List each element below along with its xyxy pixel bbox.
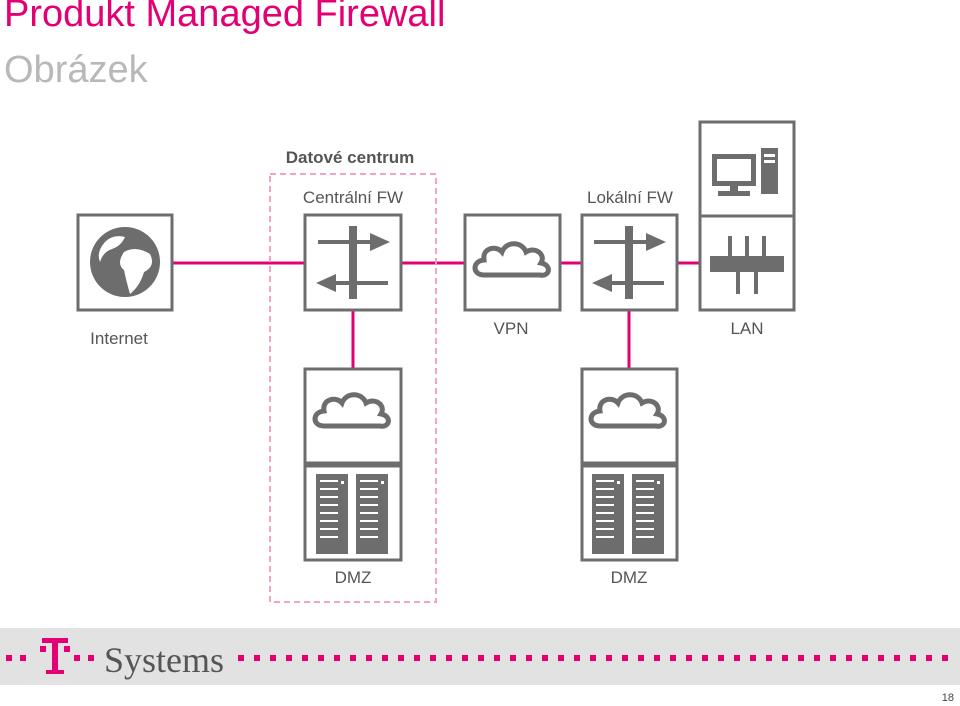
internet-label: Internet bbox=[90, 329, 148, 348]
network-diagram: Datové centrum Centrální FW Lokální FW I… bbox=[76, 120, 796, 603]
t-logo-icon bbox=[40, 638, 70, 674]
dmz-right-server-node[interactable] bbox=[580, 464, 679, 562]
slide-title: Produkt Managed Firewall bbox=[4, 0, 446, 35]
local-fw-label: Lokální FW bbox=[587, 188, 673, 207]
local-firewall-node[interactable] bbox=[580, 213, 679, 312]
logo-text: Systems bbox=[104, 640, 224, 680]
connections bbox=[172, 261, 700, 369]
datacenter-label: Datové centrum bbox=[286, 148, 414, 167]
dmz-left-label: DMZ bbox=[335, 568, 372, 587]
dmz-left-cloud-node[interactable] bbox=[303, 367, 403, 465]
central-fw-label: Centrální FW bbox=[303, 188, 403, 207]
slide-subtitle: Obrázek bbox=[4, 49, 148, 91]
switch-icon bbox=[710, 236, 784, 294]
firewall-icon bbox=[592, 226, 666, 299]
dmz-right-cloud-node[interactable] bbox=[580, 367, 679, 465]
central-firewall-node[interactable] bbox=[303, 213, 403, 312]
vpn-node[interactable] bbox=[463, 213, 562, 312]
lan-switch-node[interactable] bbox=[698, 214, 796, 312]
computer-icon bbox=[712, 148, 778, 196]
firewall-icon bbox=[316, 226, 390, 299]
t-systems-logo: Systems bbox=[6, 638, 948, 680]
lan-computer-node[interactable] bbox=[698, 120, 796, 218]
internet-node[interactable] bbox=[76, 213, 174, 312]
dotted-line bbox=[6, 655, 948, 661]
server-icon bbox=[592, 474, 664, 554]
lan-label: LAN bbox=[730, 319, 763, 338]
footer-band: Systems bbox=[0, 628, 960, 685]
dmz-left-server-node[interactable] bbox=[303, 464, 403, 562]
page-number: 18 bbox=[941, 692, 954, 704]
vpn-label: VPN bbox=[494, 319, 529, 338]
server-icon bbox=[316, 474, 388, 554]
globe-icon bbox=[90, 227, 160, 297]
datacenter-boundary bbox=[269, 173, 437, 603]
dmz-right-label: DMZ bbox=[611, 568, 648, 587]
